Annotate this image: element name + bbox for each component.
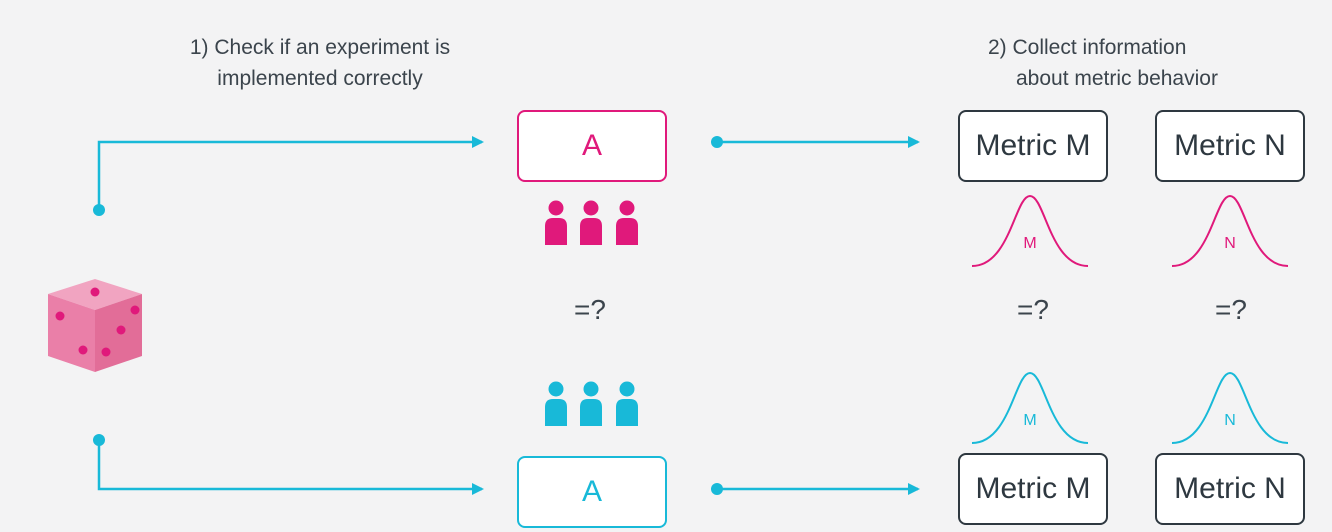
- comparison-groups: =?: [574, 294, 606, 325]
- arrow-icon: [93, 434, 484, 495]
- bell-curve-icon: [971, 371, 1089, 444]
- curve-label: N: [1224, 412, 1236, 429]
- people-icon: [545, 200, 638, 245]
- comparison-metric-n: =?: [1215, 294, 1247, 325]
- people-icon: [545, 381, 638, 426]
- comparison-metric-m: =?: [1017, 294, 1049, 325]
- caption-right-line1: 2) Collect information: [988, 36, 1187, 59]
- bell-curve-icon: [1171, 194, 1289, 267]
- group-a-bottom-label: A: [581, 475, 602, 508]
- group-a-top-label: A: [581, 129, 602, 162]
- metric-n-bottom: Metric N: [1155, 453, 1305, 525]
- metric-n-top-label: Metric N: [1174, 129, 1286, 162]
- metric-n-bottom-label: Metric N: [1174, 472, 1286, 505]
- caption-left-line2: implemented correctly: [217, 67, 423, 90]
- caption-right-line2: about metric behavior: [1016, 67, 1218, 90]
- caption-right: 2) Collect information about metric beha…: [950, 32, 1320, 94]
- arrow-icon: [711, 483, 920, 495]
- group-a-bottom: A: [517, 456, 667, 528]
- arrow-icon: [711, 136, 920, 148]
- metric-m-top-label: Metric M: [975, 129, 1091, 162]
- caption-left-line1: 1) Check if an experiment is: [189, 36, 451, 59]
- metric-m-bottom-label: Metric M: [975, 472, 1091, 505]
- arrow-icon: [93, 136, 484, 216]
- group-a-top: A: [517, 110, 667, 182]
- metric-m-bottom: Metric M: [958, 453, 1108, 525]
- bell-curve-icon: [971, 194, 1089, 267]
- bell-curve-icon: [1171, 371, 1289, 444]
- metric-m-top: Metric M: [958, 110, 1108, 182]
- dice-icon: [48, 279, 142, 372]
- curve-label: M: [1023, 412, 1036, 429]
- curve-label: M: [1023, 235, 1036, 252]
- curve-label: N: [1224, 235, 1236, 252]
- metric-n-top: Metric N: [1155, 110, 1305, 182]
- caption-left: 1) Check if an experiment is implemented…: [120, 32, 520, 94]
